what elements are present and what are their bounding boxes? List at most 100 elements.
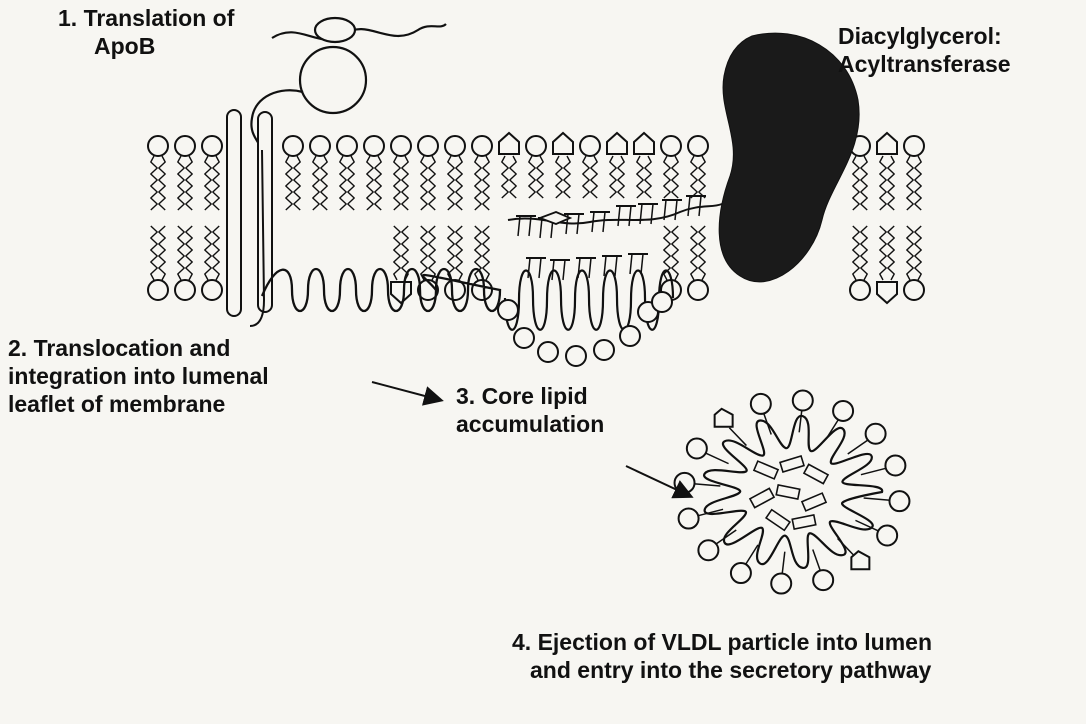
vldl-lipid-head <box>698 540 718 560</box>
lipid-tail <box>375 156 381 210</box>
lipid-tail <box>591 156 597 198</box>
lipid-tail <box>475 156 481 210</box>
vldl-lipid-head <box>833 401 853 421</box>
lipid-tail <box>880 226 886 280</box>
neutral-lipid <box>630 254 632 274</box>
lipid-head-outer <box>877 133 897 154</box>
vldl-lipid-tail <box>848 439 869 454</box>
lipid-tail <box>178 226 184 280</box>
lipid-tail <box>421 156 427 210</box>
core-lipid-block <box>750 488 774 507</box>
vldl-particle <box>675 390 910 593</box>
lipid-tail <box>861 156 867 210</box>
lipid-tail <box>159 226 165 280</box>
vldl-lipid-head <box>731 563 751 583</box>
lipid-tail <box>691 226 697 280</box>
vldl-core-lipid <box>750 488 774 507</box>
vldl-lipid-tail <box>861 468 887 475</box>
label-translation-of-apob: 1. Translation of ApoB <box>58 4 234 60</box>
lipid-tail <box>907 226 913 280</box>
neutral-lipid <box>618 206 620 226</box>
lipid-tail <box>861 226 867 280</box>
core-lipid-block <box>802 493 826 511</box>
lipid-head-bud <box>514 328 534 348</box>
label-line: 2. Translocation and <box>8 334 269 362</box>
lipid-tail <box>483 226 489 280</box>
vldl-lipid-head <box>771 574 791 594</box>
lipid-tail <box>537 156 543 198</box>
vldl-lipid-head <box>679 509 699 529</box>
neutral-lipid <box>539 258 541 278</box>
lipid-tail <box>915 226 921 280</box>
lipid-tail <box>502 156 508 198</box>
lipid-tail <box>529 156 535 198</box>
vldl-lipid-tail <box>799 409 802 432</box>
vldl-lipid-head <box>715 409 733 427</box>
lipid-tail <box>699 156 705 198</box>
lipid-head-inner <box>904 280 924 300</box>
label-line: 3. Core lipid <box>456 382 604 410</box>
lipid-head-bud <box>538 342 558 362</box>
vldl-lipid-head <box>866 424 886 444</box>
lipid-tail <box>429 156 435 210</box>
lipid-tail <box>583 156 589 198</box>
lipid-tail <box>664 156 670 198</box>
label-diacylglycerol-acyltransferase: Diacylglycerol: Acyltransferase <box>838 22 1011 78</box>
lipid-tail <box>321 156 327 210</box>
lipid-head-outer <box>418 136 438 156</box>
lipid-tail <box>348 156 354 210</box>
core-lipid-block <box>754 461 778 479</box>
lipid-head-inner <box>148 280 168 300</box>
ribosome-large-subunit <box>300 47 366 113</box>
lipid-head-outer <box>391 136 411 156</box>
lipid-tail <box>888 156 894 210</box>
vldl-lipid-head <box>877 526 897 546</box>
lipid-tail <box>853 156 859 210</box>
lipid-head-outer <box>661 136 681 156</box>
vldl-core-lipid <box>780 456 804 472</box>
neutral-lipid <box>540 218 542 238</box>
neutral-lipid <box>563 260 565 280</box>
core-lipid-droplet <box>498 196 722 366</box>
lipid-head-outer <box>499 133 519 154</box>
label-line: ApoB <box>58 32 234 60</box>
lipid-tail <box>672 156 678 198</box>
vldl-core-lipid <box>802 493 826 511</box>
translocon-channel <box>227 110 272 326</box>
lipid-tail <box>313 156 319 210</box>
lipid-tail <box>853 226 859 280</box>
vldl-lipid-head <box>851 551 869 569</box>
label-core-lipid-accumulation: 3. Core lipid accumulation <box>456 382 604 438</box>
vldl-lipid-head <box>885 455 905 475</box>
lipid-tail <box>448 156 454 210</box>
label-line: 4. Ejection of VLDL particle into lumen <box>512 628 932 656</box>
vldl-lipid-tail <box>693 484 720 486</box>
label-line: accumulation <box>456 410 604 438</box>
lipid-head-outer <box>337 136 357 156</box>
vldl-lipid-tail <box>763 413 771 435</box>
core-lipid-block <box>780 456 804 472</box>
lipid-tail <box>402 156 408 210</box>
vldl-core-lipid <box>792 515 816 529</box>
lipid-head-outer <box>148 136 168 156</box>
neutral-lipid <box>629 206 631 226</box>
lipid-tail <box>394 226 400 280</box>
vldl-lipid-head <box>751 394 771 414</box>
label-line: integration into lumenal <box>8 362 269 390</box>
lipid-tail <box>205 156 211 210</box>
vldl-lipid-head <box>813 570 833 590</box>
vldl-lipid-tail <box>782 552 785 575</box>
vldl-core-lipid <box>754 461 778 479</box>
lipid-tail <box>340 156 346 210</box>
vldl-core-lipid <box>776 485 800 499</box>
vldl-lipid-tail <box>705 453 729 464</box>
core-lipid-wave <box>508 204 722 224</box>
lipid-tail <box>213 226 219 280</box>
lipid-head-inner <box>877 282 897 303</box>
label-line: Acyltransferase <box>838 50 1011 78</box>
lipid-tail <box>421 226 427 280</box>
ribosome-small-subunit <box>315 18 355 42</box>
lipid-tail <box>151 156 157 210</box>
neutral-lipid <box>641 254 643 274</box>
core-lipid-block <box>766 510 790 531</box>
